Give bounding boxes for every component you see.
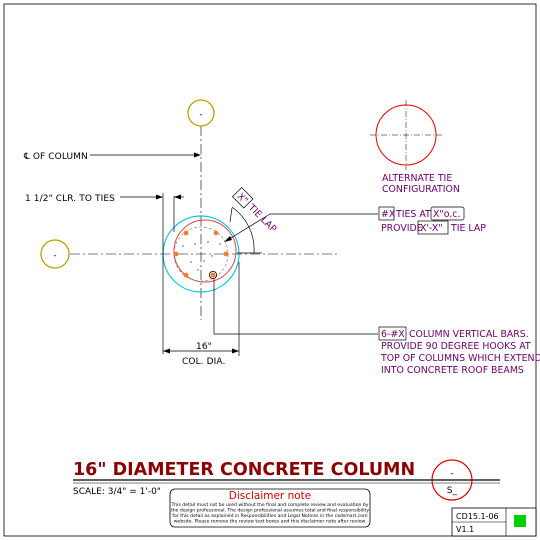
vertical-bars-note: 6-#X COLUMN VERTICAL BARS. PROVIDE 90 DE… <box>378 326 540 376</box>
clearance-label: 1 1/2" CLR. TO TIES <box>25 194 115 204</box>
disclaimer-line: for this detail as explained in Responsi… <box>172 513 368 519</box>
disclaimer-line: This detail must not be used without the… <box>170 502 368 508</box>
tie-lap-callout: X" TIE LAP <box>231 187 279 235</box>
section-bubble-top: - <box>450 469 453 479</box>
bars-line-2: PROVIDE 90 DEGREE HOOKS AT <box>381 341 531 352</box>
rebar <box>183 272 189 278</box>
section-bubble-bottom: S_ <box>447 486 458 496</box>
grid-bubble-top-label: - <box>199 110 202 120</box>
centerline-label: ℄ OF COLUMN <box>23 152 88 162</box>
disclaimer-line: website. Please remove the review text b… <box>174 519 366 525</box>
lap-tag-box <box>417 220 449 235</box>
grid-bubble-top: - <box>187 99 215 127</box>
bars-line-3: TOP OF COLUMNS WHICH EXTEND <box>380 353 540 364</box>
rebar <box>213 230 219 236</box>
tie-circle <box>173 219 237 283</box>
alt-tie-line-2: CONFIGURATION <box>382 184 460 195</box>
centerlines <box>70 126 338 320</box>
grid-bubble-left-label: - <box>53 251 56 261</box>
disclaimer-line: the design professional. The design prof… <box>171 508 369 514</box>
drawing-title: 16" DIAMETER CONCRETE COLUMN <box>73 460 415 480</box>
alt-tie-line-1: ALTERNATE TIE <box>382 173 452 184</box>
status-square <box>514 515 526 527</box>
drawing-scale: SCALE: 3/4" = 1'-0" <box>73 487 161 497</box>
diameter-value: 16" <box>196 342 212 352</box>
title-block: 16" DIAMETER CONCRETE COLUMN SCALE: 3/4"… <box>73 459 537 537</box>
provide-text: PROVIDE <box>381 223 423 234</box>
lap-tag: X'-X" <box>420 223 443 234</box>
ties-tag: #X <box>381 209 396 220</box>
tie-lap-word: TIE LAP <box>450 223 486 234</box>
bars-line-1: COLUMN VERTICAL BARS. <box>409 329 529 340</box>
leaders <box>90 152 378 356</box>
detail-version: V1.1 <box>456 525 474 534</box>
section-bubble: - S_ <box>431 459 473 501</box>
spacing-tag: X"o.c. <box>433 209 460 220</box>
spacing-tag-box <box>430 206 465 221</box>
bars-tag: 6-#X <box>381 329 405 340</box>
rebar <box>223 251 229 257</box>
rebar-callout-ring <box>208 270 217 279</box>
ties-note: #X TIES AT X"o.c. PROVIDE X'-X" TIE LAP <box>378 206 486 235</box>
sheet-border <box>3 3 537 537</box>
bars-line-4: INTO CONCRETE ROOF BEAMS <box>381 365 524 376</box>
disclaimer-box: Disclaimer note This detail must not be … <box>169 488 371 528</box>
grid-bubble-left: - <box>40 239 70 269</box>
rebar <box>173 251 179 257</box>
ties-tag-box <box>378 206 395 221</box>
rebar <box>183 230 189 236</box>
bars-tag-box <box>378 326 407 341</box>
ties-at: TIES AT <box>395 209 431 220</box>
alternate-tie-detail: ALTERNATE TIE CONFIGURATION <box>370 100 460 195</box>
detail-number-box: CD15.1-06 V1.1 <box>451 507 537 537</box>
rebar <box>210 272 216 278</box>
detail-number: CD15.1-06 <box>456 512 499 521</box>
disclaimer-title: Disclaimer note <box>229 490 312 502</box>
diameter-label: COL. DIA. <box>182 357 225 367</box>
